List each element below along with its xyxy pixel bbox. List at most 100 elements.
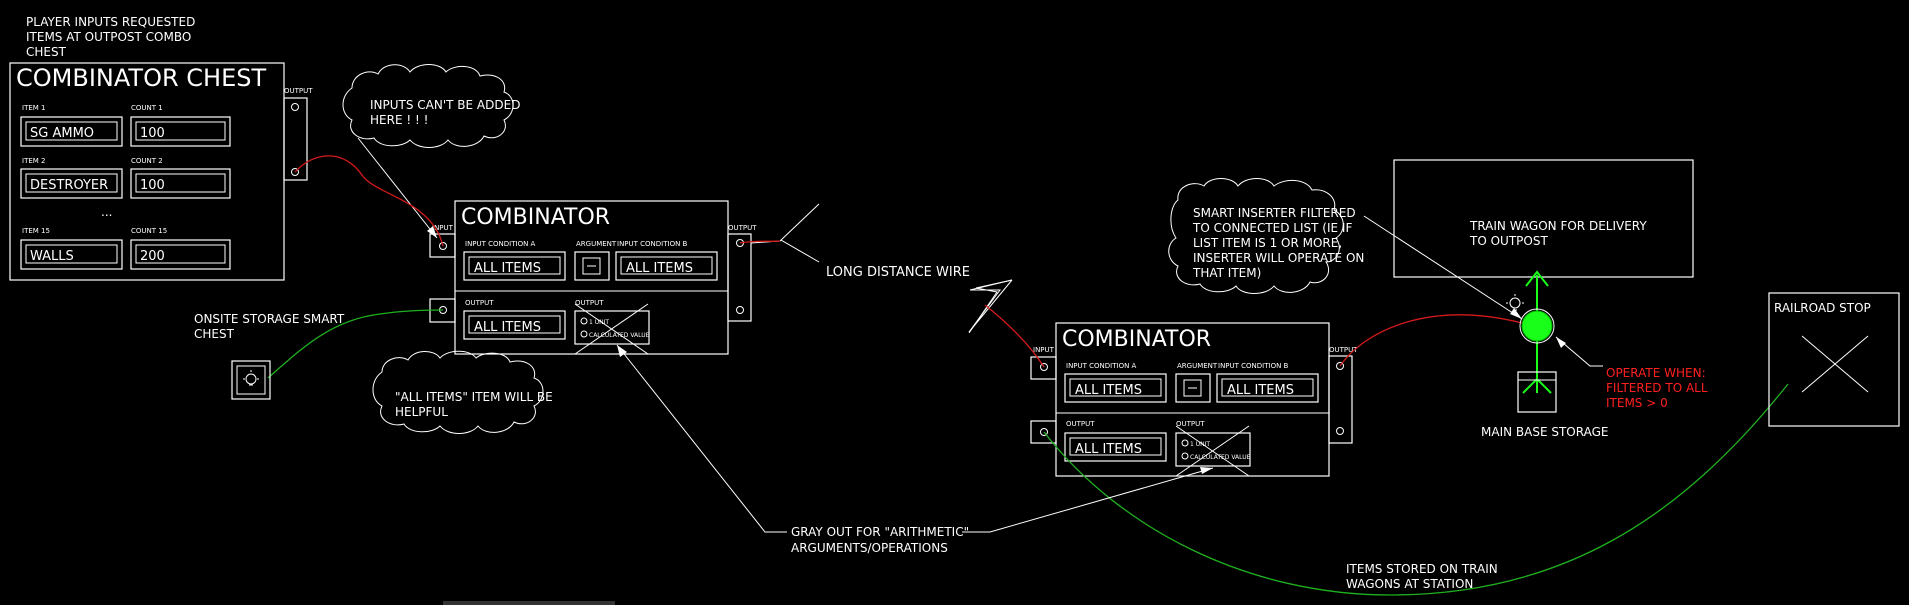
combinator1-cond-b-label: INPUT CONDITION B [617,240,688,248]
count2-label: COUNT 2 [131,157,163,165]
combinator1-output-value: ALL ITEMS [474,320,541,335]
combinator1-input-port[interactable] [429,233,456,258]
combinator1-cond-b-field[interactable] [615,251,718,281]
combinator1-output-field[interactable] [463,310,566,340]
railroad-stop: RAILROAD STOP [1768,292,1900,427]
combinator2-green-input-terminal[interactable] [1040,428,1048,436]
train-wagon-line1: TRAIN WAGON FOR DELIVERY [1469,219,1647,233]
gray-out-line1: GRAY OUT FOR "ARITHMETIC" [791,525,969,539]
combinator1-title: COMBINATOR [461,205,610,230]
horizontal-scrollbar[interactable] [443,601,615,605]
combinator2-cond-b-label: INPUT CONDITION B [1218,362,1289,370]
chest-output-port[interactable] [283,97,308,181]
combinator-2: COMBINATOR INPUT OUTPUT INPUT CONDITION … [1030,322,1358,477]
combinator1-cond-a-label: INPUT CONDITION A [465,240,536,248]
long-distance-wire-symbol: LONG DISTANCE WIRE [750,203,1013,334]
combinator2-radio-1unit[interactable] [1181,439,1189,447]
combinator2-radio-calculated[interactable] [1181,452,1189,460]
combinator2-title: COMBINATOR [1062,327,1211,352]
combinator1-output-port[interactable] [727,233,752,322]
count15-label: COUNT 15 [131,227,167,235]
railroad-stop-box[interactable] [1768,292,1900,427]
combinator2-cond-a-field[interactable] [1064,373,1167,403]
combinator2-argument-field[interactable] [1175,373,1211,403]
combinator2-output-terminal-top[interactable] [1336,362,1344,370]
item15-field[interactable] [20,239,123,270]
smart-inserter[interactable] [1506,270,1555,394]
onsite-note-line2: CHEST [194,327,235,341]
railroad-stop-label: RAILROAD STOP [1774,301,1871,315]
items-stored-line2: WAGONS AT STATION [1346,577,1473,591]
svg-text:CALCULATED VALUE: CALCULATED VALUE [1190,454,1251,461]
train-wagon-box [1393,159,1694,278]
combinator1-output-terminal-bottom[interactable] [736,306,744,314]
item2-label: ITEM 2 [22,157,45,165]
smart-inserter-line1: SMART INSERTER FILTERED [1193,206,1356,220]
combinator1-cond-b-value: ALL ITEMS [626,261,693,276]
count15-field[interactable] [130,239,231,270]
item15-value: WALLS [30,249,74,264]
item2-field[interactable] [20,168,123,199]
smart-inserter-line3: LIST ITEM IS 1 OR MORE, [1193,236,1342,250]
combinator1-argument-field[interactable] [574,251,610,281]
player-inputs-note-line2: ITEMS AT OUTPOST COMBO [26,30,191,44]
smart-chest-icon[interactable] [231,360,271,400]
item1-value: SG AMMO [30,126,94,141]
player-inputs-note-line1: PLAYER INPUTS REQUESTED [26,15,195,29]
combinator1-cond-a-field[interactable] [463,251,566,281]
cloud-smart-inserter: SMART INSERTER FILTERED TO CONNECTED LIS… [1168,178,1364,294]
combinator2-output-mode-box [1175,432,1251,467]
main-base-chest-icon[interactable] [1517,371,1557,413]
chest-panel [9,62,285,281]
combinator2-output-value: ALL ITEMS [1075,442,1142,457]
operate-when-note: OPERATE WHEN: FILTERED TO ALL ITEMS > 0 [1555,336,1708,410]
main-base-storage: MAIN BASE STORAGE [1481,371,1608,439]
combinator1-input-label: INPUT [432,224,454,232]
all-items-note-line2: HELPFUL [395,405,448,419]
combinator1-output-mode-box [574,310,650,345]
item1-field[interactable] [20,116,123,147]
train-wagon: TRAIN WAGON FOR DELIVERY TO OUTPOST [1393,159,1694,278]
chest-output-terminal-top[interactable] [291,103,299,111]
inserter-hub [1521,310,1553,342]
combinator1-cond-a-value: ALL ITEMS [474,261,541,276]
train-wagon-line2: TO OUTPOST [1469,234,1548,248]
combinator2-input-port[interactable] [1030,356,1057,380]
combinator2-output-terminal-bottom[interactable] [1336,427,1344,435]
combinator1-radio-1unit[interactable] [580,317,588,325]
operate-when-line3: ITEMS > 0 [1606,396,1668,410]
all-items-note-line1: "ALL ITEMS" ITEM WILL BE [395,390,553,404]
svg-text:1 UNIT: 1 UNIT [1190,441,1210,448]
red-wire-combinator1-out [739,240,781,244]
count1-field[interactable] [130,116,231,147]
green-wire-storage-chest [267,309,444,379]
combinator2-output-field[interactable] [1064,432,1167,462]
combinator2-cond-a-label: INPUT CONDITION A [1066,362,1137,370]
lightbulb-icon [245,373,257,385]
count2-field[interactable] [130,168,231,199]
combinator-1: COMBINATOR INPUT OUTPUT INPUT CONDITION … [429,200,757,355]
combinator1-radio-calculated[interactable] [580,330,588,338]
smart-inserter-line2: TO CONNECTED LIST (IE IF [1192,221,1352,235]
combinator2-input-label: INPUT [1033,346,1055,354]
combinator2-input-terminal[interactable] [1040,363,1048,371]
combinator2-out-section-label: OUTPUT [1066,420,1095,428]
cloud-inputs-cant: INPUTS CAN'T BE ADDED HERE ! ! ! [342,64,520,148]
combinator2-output-port[interactable] [1328,355,1353,444]
smart-inserter-leader [1363,215,1523,320]
combinator2-cond-b-field[interactable] [1216,373,1319,403]
combinator2-cond-b-value: ALL ITEMS [1227,383,1294,398]
gray-out-line2: ARGUMENTS/OPERATIONS [791,541,948,555]
combinator2-output-label: OUTPUT [1329,346,1358,354]
operate-when-line1: OPERATE WHEN: [1606,366,1706,380]
chest-output-terminal-bottom[interactable] [291,168,299,176]
inputs-cant-leader [357,137,438,239]
combinator2-green-input-port[interactable] [1030,420,1057,444]
combinator1-out-section-label: OUTPUT [465,299,494,307]
items-stored-note: ITEMS STORED ON TRAIN WAGONS AT STATION [1346,562,1498,591]
svg-text:1 UNIT: 1 UNIT [589,319,609,326]
combinator1-input-terminal[interactable] [439,242,447,250]
red-wire-to-inserter [1339,314,1523,367]
combinator2-out2-label: OUTPUT [1176,420,1205,428]
